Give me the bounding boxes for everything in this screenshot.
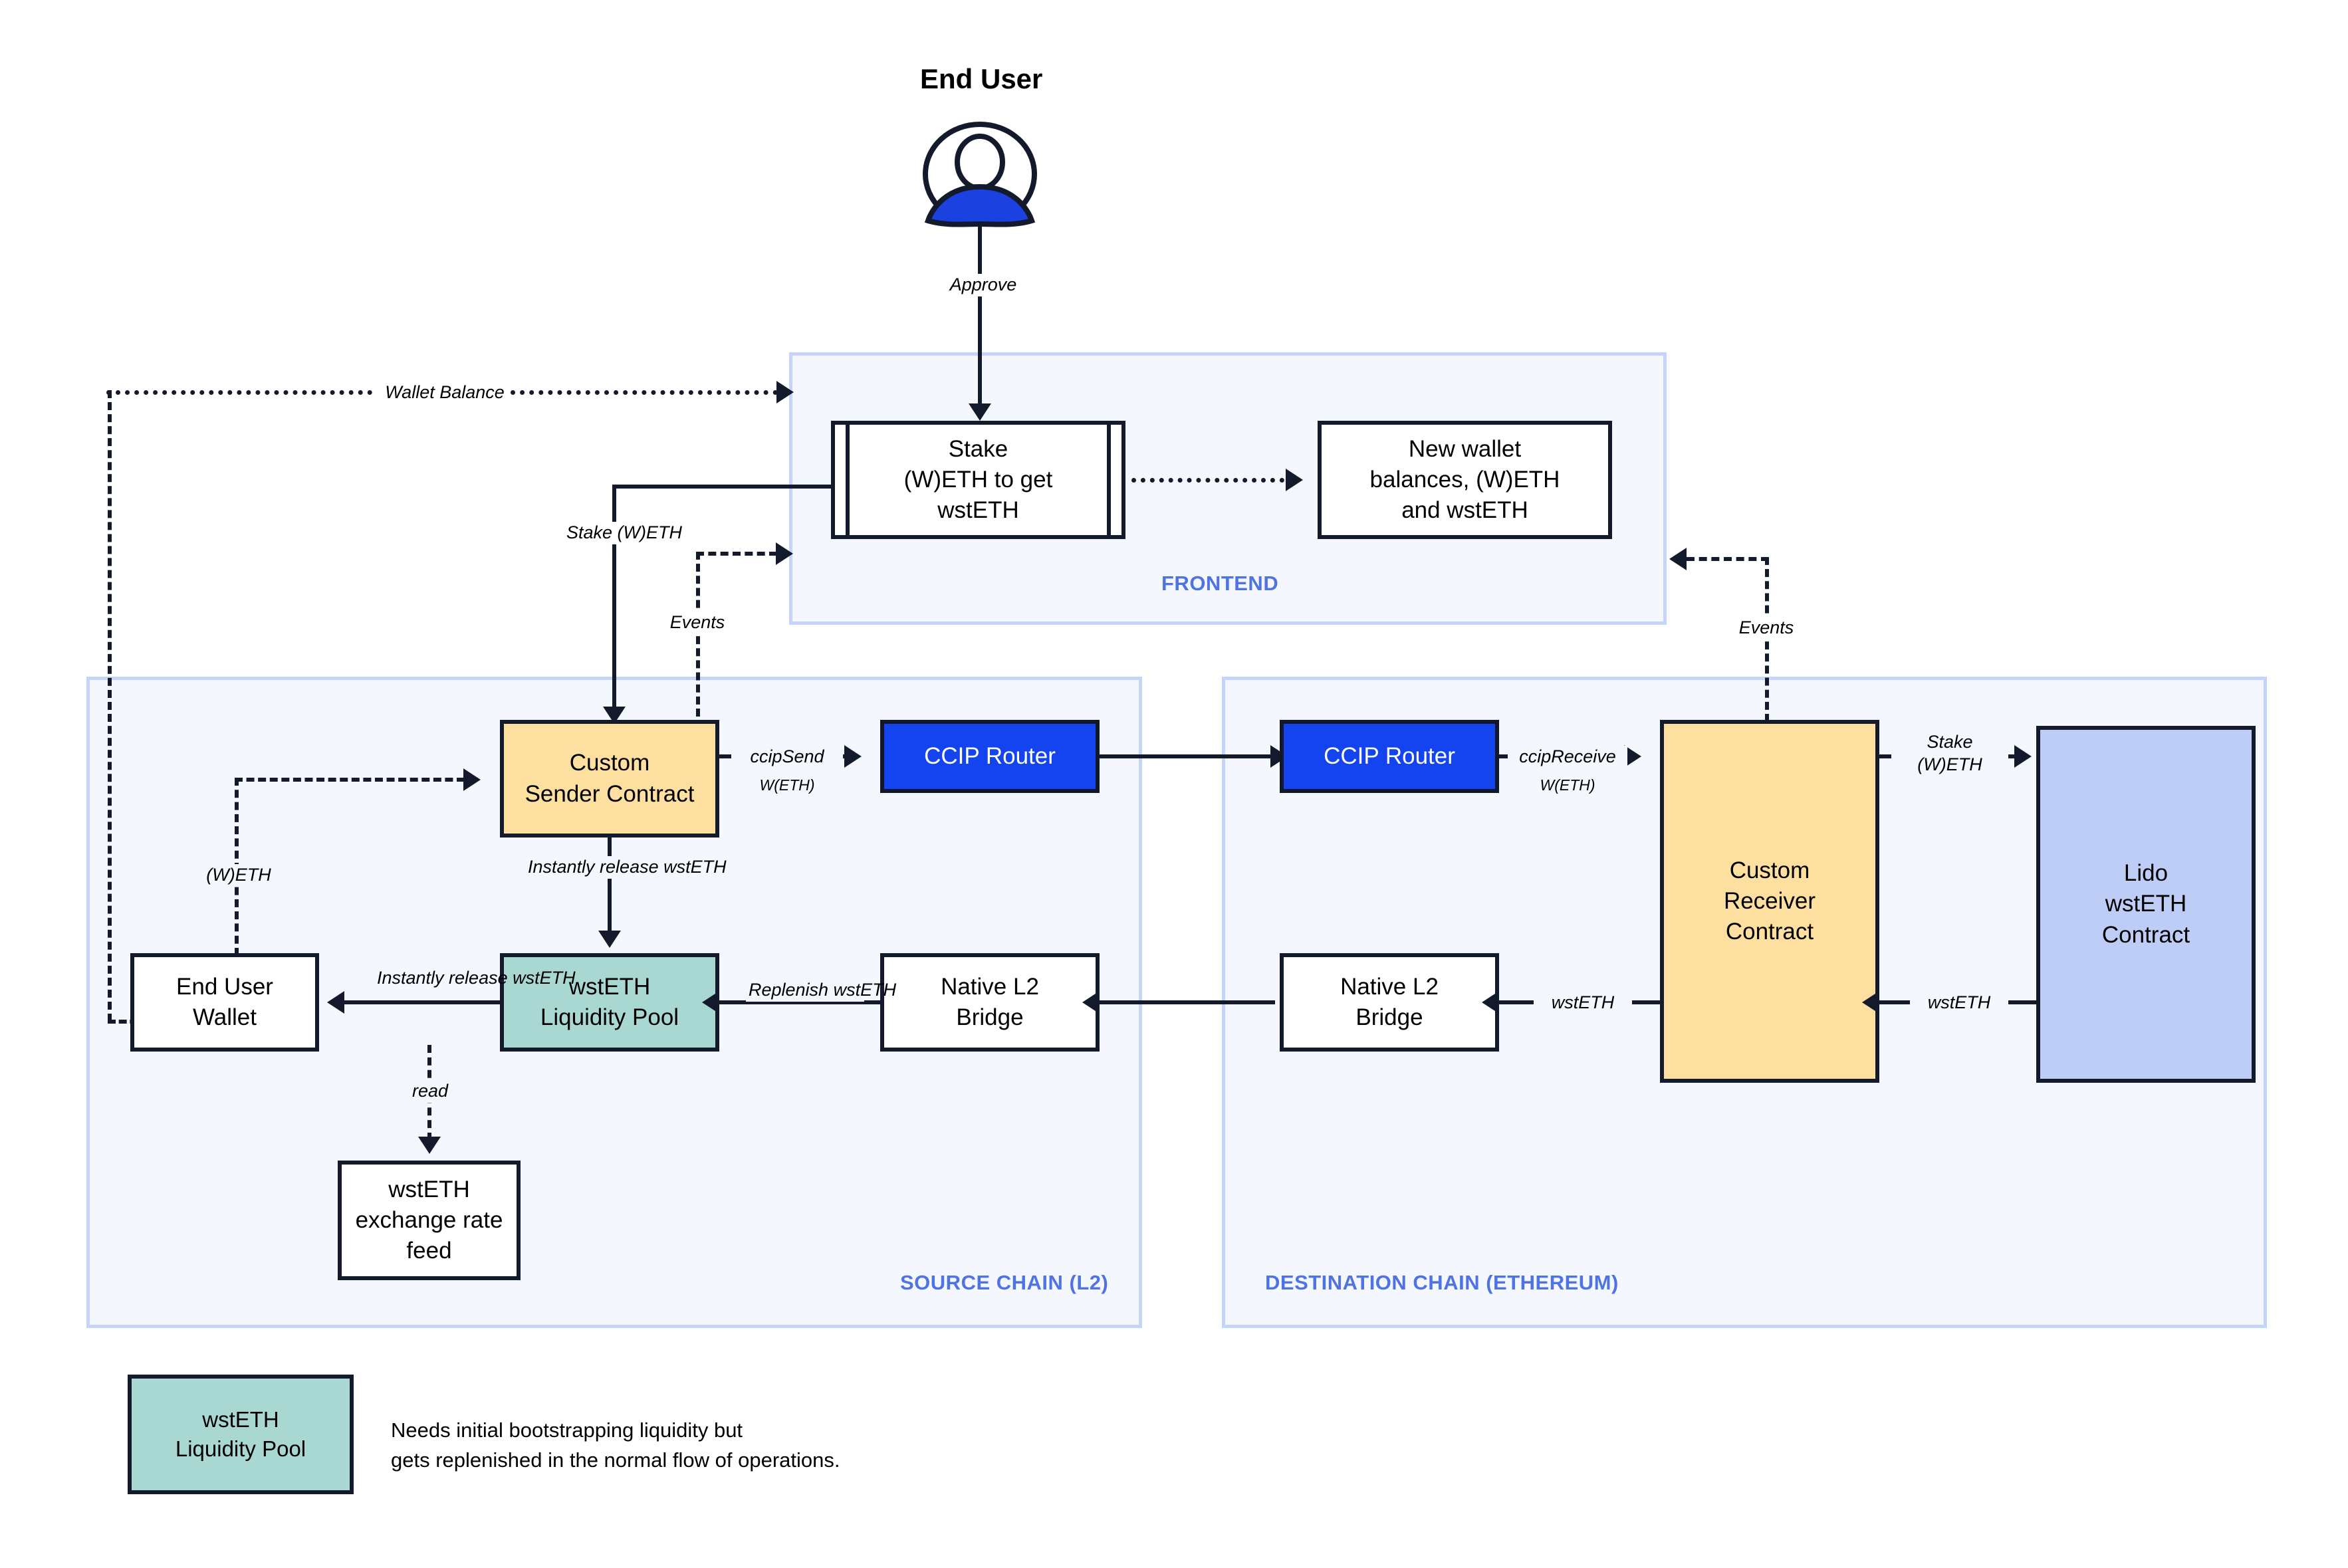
node-new-balances[interactable]: New wallet balances, (W)ETH and wstETH bbox=[1318, 421, 1612, 539]
edge-bridge-to-pool-line bbox=[719, 1000, 883, 1004]
edge-label-read: read bbox=[391, 1080, 469, 1103]
zone-label-frontend: FRONTEND bbox=[1161, 572, 1279, 595]
edge-approve-line bbox=[978, 226, 982, 405]
edge-ccipsend-arrowhead bbox=[844, 745, 862, 768]
edge-label-approve: Approve bbox=[931, 274, 1036, 296]
edge-label-ccipsend-sub: W(ETH) bbox=[731, 776, 843, 795]
edge-label-stake-weth-dst: Stake (W)ETH bbox=[1891, 731, 2008, 776]
node-label-ccip-router-destination: CCIP Router bbox=[1324, 742, 1455, 769]
edge-label-wallet-balance: Wallet Balance bbox=[372, 382, 517, 404]
edge-pool-to-wallet-line bbox=[344, 1000, 504, 1004]
node-label-wsteth-rate-feed: wstETH exchange rate feed bbox=[355, 1176, 503, 1264]
zone-label-source-chain: SOURCE CHAIN (L2) bbox=[900, 1271, 1109, 1294]
edge-label-wsteth-1: wstETH bbox=[1534, 992, 1632, 1014]
node-label-native-l2-bridge-destination: Native L2 Bridge bbox=[1340, 973, 1439, 1030]
node-ccip-router-destination[interactable]: CCIP Router bbox=[1280, 720, 1499, 793]
edge-stake-to-balances-arrowhead bbox=[1286, 469, 1303, 491]
edge-stake-to-balances-line bbox=[1131, 478, 1284, 483]
node-lido-wsteth-contract[interactable]: Lido wstETH Contract bbox=[2036, 726, 2256, 1083]
edge-sender-to-pool-arrowhead bbox=[598, 931, 621, 948]
edge-events-left-vertical bbox=[696, 552, 700, 717]
edge-stake-weth-horizontal bbox=[612, 485, 833, 489]
node-end-user-wallet[interactable]: End User Wallet bbox=[130, 953, 319, 1052]
legend-note: Needs initial bootstrapping liquidity bu… bbox=[391, 1418, 840, 1472]
edge-label-instantly-release-2: Instantly release wstETH bbox=[374, 967, 576, 990]
edge-router-to-router-line bbox=[1100, 754, 1275, 758]
edge-bridge-to-bridge-arrowhead bbox=[1082, 991, 1100, 1014]
edge-events-right-vertical bbox=[1765, 557, 1769, 722]
edge-lido-to-receiver-arrowhead bbox=[1862, 991, 1879, 1014]
legend-swatch-liquidity-pool: wstETH Liquidity Pool bbox=[128, 1375, 354, 1494]
node-custom-sender-contract[interactable]: Custom Sender Contract bbox=[500, 720, 719, 838]
edge-wallet-balance-arrowhead bbox=[776, 381, 794, 403]
edge-label-weth: (W)ETH bbox=[189, 864, 288, 887]
edge-bridge-to-bridge-line bbox=[1100, 1000, 1275, 1004]
user-avatar-icon bbox=[921, 121, 1038, 227]
edge-approve-arrowhead bbox=[969, 403, 991, 421]
edge-weth-arrowhead bbox=[463, 768, 481, 791]
node-label-lido-wsteth-contract: Lido wstETH Contract bbox=[2101, 860, 2190, 948]
edge-label-instantly-release-1: Instantly release wstETH bbox=[525, 856, 727, 879]
node-label-end-user-wallet: End User Wallet bbox=[176, 973, 273, 1030]
edge-label-stake-weth: Stake (W)ETH bbox=[555, 522, 693, 544]
edge-receiver-to-bridge-arrowhead bbox=[1482, 991, 1499, 1014]
stake-form-edge-left bbox=[846, 421, 850, 539]
node-label-new-balances: New wallet balances, (W)ETH and wstETH bbox=[1369, 435, 1560, 524]
node-label-ccip-router-source: CCIP Router bbox=[924, 742, 1056, 769]
stake-form-edge-right bbox=[1107, 421, 1111, 539]
edge-label-replenish: Replenish wstETH bbox=[746, 979, 896, 1002]
edge-weth-horizontal bbox=[235, 778, 465, 782]
edge-wallet-balance-segment-b bbox=[511, 390, 778, 395]
edge-label-events-left: Events bbox=[645, 612, 750, 634]
node-label-native-l2-bridge-source: Native L2 Bridge bbox=[941, 973, 1039, 1030]
node-wsteth-rate-feed[interactable]: wstETH exchange rate feed bbox=[338, 1161, 521, 1280]
edge-label-ccipreceive: ccipReceive bbox=[1508, 746, 1627, 768]
legend-swatch-label: wstETH Liquidity Pool bbox=[175, 1407, 306, 1461]
node-label-wsteth-liquidity-pool: wstETH Liquidity Pool bbox=[540, 973, 679, 1030]
edge-wallet-balance-segment-a bbox=[106, 390, 372, 395]
edge-label-ccipsend: ccipSend bbox=[731, 746, 843, 768]
node-native-l2-bridge-destination[interactable]: Native L2 Bridge bbox=[1280, 953, 1499, 1052]
edge-label-events-right: Events bbox=[1714, 617, 1819, 639]
node-label-stake-form: Stake (W)ETH to get wstETH bbox=[903, 435, 1053, 524]
edge-sender-to-pool-line bbox=[608, 838, 612, 936]
actor-title: End User bbox=[920, 63, 1043, 94]
node-ccip-router-source[interactable]: CCIP Router bbox=[880, 720, 1100, 793]
zone-label-destination-chain: DESTINATION CHAIN (ETHEREUM) bbox=[1265, 1271, 1619, 1294]
node-stake-form[interactable]: Stake (W)ETH to get wstETH bbox=[831, 421, 1125, 539]
edge-stake-weth-vertical bbox=[612, 485, 616, 712]
edge-events-left-horizontal bbox=[696, 552, 777, 556]
edge-wallet-balance-vertical bbox=[108, 390, 112, 1022]
edge-events-right-arrowhead bbox=[1669, 548, 1687, 570]
edge-label-ccipreceive-sub: W(ETH) bbox=[1508, 776, 1627, 795]
edge-read-arrowhead bbox=[418, 1137, 441, 1154]
edge-bridge-to-pool-arrowhead bbox=[702, 991, 719, 1014]
edge-stake-weth-dst-arrowhead bbox=[2014, 745, 2032, 768]
edge-label-wsteth-2: wstETH bbox=[1910, 992, 2008, 1014]
node-label-custom-receiver-contract: Custom Receiver Contract bbox=[1723, 857, 1816, 945]
edge-pool-to-wallet-arrowhead bbox=[327, 991, 344, 1014]
node-label-custom-sender-contract: Custom Sender Contract bbox=[525, 750, 695, 807]
edge-events-left-arrowhead bbox=[776, 542, 793, 565]
edge-events-right-horizontal bbox=[1687, 557, 1769, 561]
edge-wallet-balance-foot bbox=[108, 1020, 149, 1024]
node-native-l2-bridge-source[interactable]: Native L2 Bridge bbox=[880, 953, 1100, 1052]
node-custom-receiver-contract[interactable]: Custom Receiver Contract bbox=[1660, 720, 1879, 1083]
